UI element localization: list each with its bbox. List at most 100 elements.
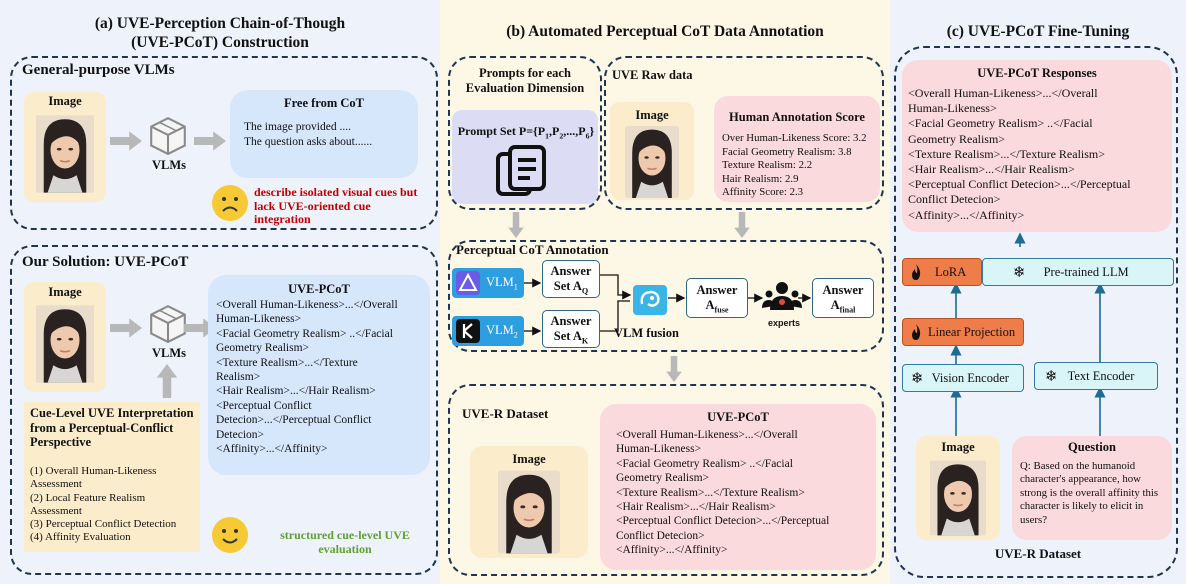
free-cot-line-2: The question asks about......: [244, 136, 373, 148]
uve-pcot-bubble: [208, 275, 430, 475]
raw-image-label: Image: [635, 108, 669, 122]
uve-r-dataset-title: UVE-R Dataset: [462, 406, 549, 421]
cue-item: (1) Overall Human-Likeness Assessment: [30, 465, 157, 491]
raw-data-box: [604, 56, 884, 210]
score-item: Hair Realism: 2.9: [722, 172, 799, 185]
snowflake-icon: ❄: [911, 369, 924, 387]
dataset-uve-pcot-text: <Overall Human-Likeness>...</Overall Hum…: [616, 429, 830, 557]
responses-card: [902, 60, 1172, 232]
text-encoder-block: ❄ Text Encoder: [1034, 362, 1158, 390]
uve-pcot-bubble-text: <Overall Human-Likeness>...</Overall Hum…: [216, 299, 398, 456]
answer-fuse-box: Answer Afuse: [686, 278, 748, 318]
question-title: Question: [1068, 440, 1116, 454]
cue-level-list: (1) Overall Human-Likeness Assessment (2…: [30, 465, 198, 545]
annotation-connectors: [524, 274, 812, 336]
solution-arrow-1: [110, 318, 142, 338]
solution-image-label: Image: [48, 285, 82, 299]
pretrained-llm-block: ❄ Pre-trained LLM: [982, 258, 1174, 286]
human-score-card: [714, 96, 880, 202]
cue-level-card: [24, 402, 200, 552]
c-image-label: Image: [941, 440, 975, 454]
general-vlm-box: [10, 56, 438, 230]
lora-block: LoRA: [902, 258, 982, 286]
general-face-image: [36, 112, 94, 196]
vision-encoder-block: ❄ Vision Encoder: [902, 364, 1024, 392]
uve-r-dataset-box: [448, 384, 884, 576]
dataset-face-image: [498, 470, 560, 554]
human-score-title: Human Annotation Score: [729, 110, 865, 124]
dataset-uve-pcot-title: UVE-PCoT: [707, 410, 769, 424]
dataset-uve-pcot-card: [600, 404, 876, 570]
answer-set-k-box: Answer Set AK: [542, 310, 600, 348]
prompts-title: Prompts for each Evaluation Dimension: [465, 66, 585, 95]
vlm-box-icon: [146, 114, 190, 156]
panel-a-title: (a) UVE-Perception Chain-of-Though (UVE-…: [94, 15, 346, 51]
experts-icon: [762, 282, 802, 310]
free-cot-bubble: [230, 90, 418, 178]
dataset-image-label: Image: [512, 452, 546, 466]
solution-arrow-up: [156, 364, 178, 398]
cue-level-title: Cue-Level UVE Interpretation from a Perc…: [30, 406, 194, 449]
document-stack-icon: [496, 145, 546, 196]
answer-final-box: Answer Afinal: [812, 278, 874, 318]
general-arrow-2: [194, 131, 226, 151]
sad-face-icon: [212, 185, 248, 221]
prompts-down-arrow: [506, 212, 526, 238]
experts-label: experts: [767, 318, 801, 328]
linear-projection-label: Linear Projection: [928, 324, 1016, 339]
our-solution-title: Our Solution: UVE-PCoT: [22, 254, 189, 270]
general-vlm-label: VLMs: [151, 158, 187, 172]
question-card: [1012, 436, 1172, 540]
raw-face-image: [624, 126, 680, 198]
annotation-down-arrow: [664, 356, 684, 382]
raw-data-title: UVE Raw data: [612, 68, 693, 82]
score-item: Facial Geometry Realism: 3.8: [722, 145, 852, 158]
c-face-image: [930, 458, 986, 538]
free-cot-title: Free from CoT: [283, 96, 365, 110]
question-text: Q: Based on the humanoid character's app…: [1020, 460, 1159, 526]
flame-icon: [912, 324, 921, 340]
cue-item: (3) Perceptual Conflict Detection: [30, 518, 177, 531]
prompt-set-label: Prompt Set P={P1,P2,...,P6}: [457, 124, 595, 141]
annotation-title: Perceptual CoT Annotation: [456, 242, 609, 257]
annotation-box: [448, 240, 884, 352]
panel-b-title: (b) Automated Perceptual CoT Data Annota…: [506, 23, 824, 40]
general-image-label: Image: [48, 94, 82, 108]
snowflake-icon: ❄: [1013, 263, 1026, 281]
happy-face-icon: [212, 517, 248, 553]
c-dataset-label: UVE-R Dataset: [994, 546, 1082, 561]
vlm-fusion-label: VLM fusion: [614, 326, 679, 340]
uve-pcot-bubble-title: UVE-PCoT: [288, 282, 350, 296]
linear-projection-block: Linear Projection: [902, 318, 1024, 346]
panel-c-title: (c) UVE-PCoT Fine-Tuning: [946, 23, 1130, 40]
text-encoder-label: Text Encoder: [1067, 368, 1135, 383]
vlm1-button: VLM1: [452, 268, 524, 298]
solution-benefit-note: structured cue-level UVE evaluation: [280, 528, 410, 556]
flame-icon: [912, 264, 921, 280]
human-score-list: Over Human-Likeness Score: 3.2 Facial Ge…: [722, 132, 867, 200]
snowflake-icon: ❄: [1045, 367, 1058, 385]
score-item: Texture Realism: 2.2: [722, 159, 813, 172]
answer-set-q-box: Answer Set AQ: [542, 260, 600, 298]
general-vlm-title: General-purpose VLMs: [22, 62, 175, 78]
responses-title: UVE-PCoT Responses: [977, 66, 1097, 80]
score-item: Affinity Score: 2.3: [722, 186, 804, 199]
vlm1-logo-icon: [456, 271, 480, 295]
cue-item: (2) Local Feature Realism Assessment: [30, 491, 146, 517]
panel-c-connectors: [950, 232, 1106, 436]
free-cot-line-1: The image provided ....: [244, 121, 351, 133]
cue-item: (4) Affinity Evaluation: [30, 531, 131, 544]
vlm2-logo-icon: [456, 319, 480, 343]
general-limitation-note: describe isolated visual cues but lack U…: [254, 185, 418, 226]
vlm-fusion-icon: [633, 285, 667, 315]
fine-tuning-box: [894, 46, 1178, 578]
lora-label: LoRA: [935, 264, 967, 279]
raw-down-arrow: [732, 212, 752, 238]
our-solution-box: [10, 245, 438, 575]
vlm2-button: VLM2: [452, 316, 524, 346]
solution-face-image: [36, 302, 94, 386]
vision-encoder-label: Vision Encoder: [931, 370, 1009, 385]
solution-vlm-label: VLMs: [151, 346, 187, 360]
prompts-box: [448, 56, 602, 210]
responses-text: <Overall Human-Likeness>...</Overall Hum…: [908, 86, 1131, 222]
